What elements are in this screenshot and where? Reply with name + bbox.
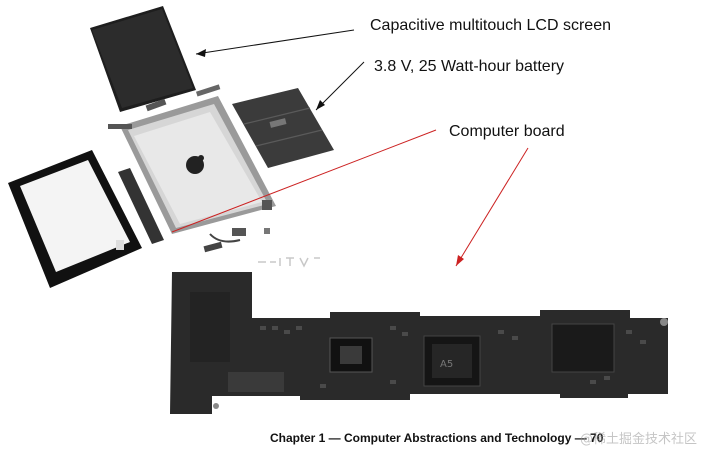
chapter-footer: Chapter 1 — Computer Abstractions and Te…: [270, 431, 604, 445]
computer-board-label: Computer board: [449, 123, 565, 140]
battery-part: [232, 88, 334, 168]
battery-label: 3.8 V, 25 Watt-hour battery: [374, 58, 565, 75]
watermark: @稀土掘金技术社区: [580, 432, 698, 447]
front-glass-part: [8, 150, 142, 288]
board-arrowhead: [456, 255, 464, 266]
lcd-pointer-line: [195, 29, 355, 55]
logo-scribble: [258, 257, 320, 268]
back-case-part: [120, 96, 276, 234]
computer-board-part: A5: [170, 272, 668, 414]
side-components: [108, 84, 272, 253]
board-pointer-line-down: [455, 147, 529, 267]
board-pointer-line-case: [171, 129, 437, 233]
battery-arrowhead: [316, 100, 325, 110]
lcd-screen-label: Capacitive multitouch LCD screen: [370, 17, 611, 34]
svg-text:A5: A5: [440, 359, 453, 370]
lcd-arrowhead: [196, 49, 206, 57]
battery-pointer-line: [315, 61, 365, 111]
lcd-screen-part: [90, 6, 196, 112]
